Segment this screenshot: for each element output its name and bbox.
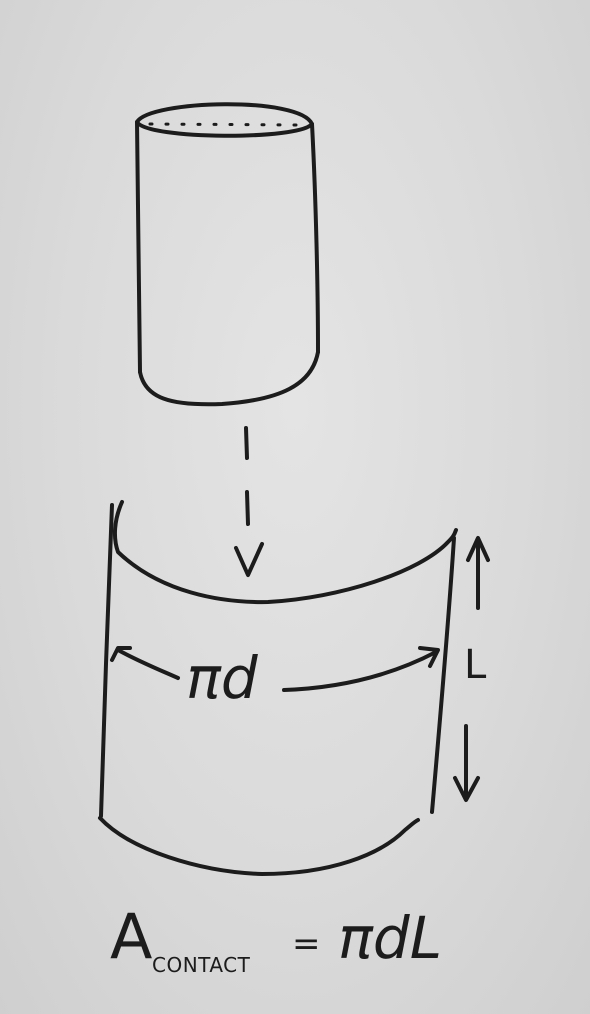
perimeter-left-arrow-line — [116, 648, 180, 680]
rod-bottom-curve — [138, 350, 320, 407]
formula-rhs: πdL — [338, 904, 442, 972]
arrow-dash-1 — [244, 426, 249, 460]
surface-left-side — [99, 503, 114, 818]
surface-right-side — [430, 536, 456, 814]
length-label: L — [464, 642, 487, 688]
rod-top-ellipse — [135, 102, 314, 138]
length-dimension: L — [453, 536, 490, 802]
insertion-arrow — [234, 426, 264, 577]
perimeter-right-arrow-line — [282, 650, 438, 692]
rod-cylinder — [135, 102, 320, 407]
formula-lhs-symbol: A — [110, 900, 152, 973]
perimeter-left-arrowhead — [110, 646, 132, 662]
perimeter-label: πd — [186, 644, 259, 712]
formula-equals: = — [292, 924, 321, 964]
surface-bottom-edge — [98, 816, 420, 876]
arrow-dash-2 — [245, 490, 250, 526]
contact-surface — [98, 500, 458, 876]
length-down-arrowhead — [453, 776, 480, 802]
rod-left-side — [135, 120, 142, 374]
perimeter-right-arrowhead — [418, 646, 440, 668]
contact-area-formula: A CONTACT = πdL — [110, 900, 442, 977]
rod-right-side — [310, 122, 320, 354]
rod-top-dotted-line — [148, 122, 304, 127]
arrow-head-v — [234, 542, 264, 577]
surface-top-edge — [112, 500, 458, 605]
perimeter-dimension: πd — [110, 644, 440, 712]
length-up-arrowhead — [466, 536, 490, 562]
formula-lhs-subscript: CONTACT — [152, 953, 251, 977]
